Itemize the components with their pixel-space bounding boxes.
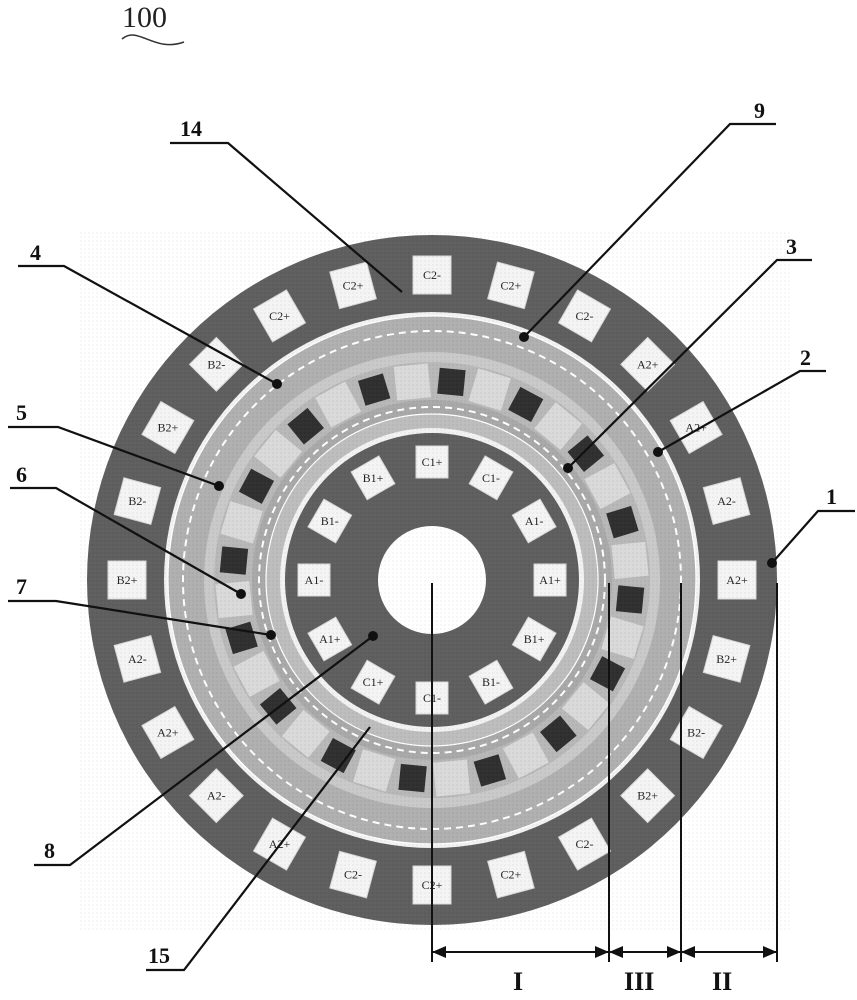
label-4: 4 xyxy=(30,240,41,265)
label-2: 2 xyxy=(800,345,811,370)
label-9: 9 xyxy=(754,98,765,123)
figure-number: 100 xyxy=(122,1,167,34)
dimension-label-I: I xyxy=(513,967,523,996)
label-8: 8 xyxy=(44,838,55,863)
label-3: 3 xyxy=(786,234,797,259)
figure-number-tilde xyxy=(122,35,184,45)
dimension-label-II: II xyxy=(712,967,732,996)
label-6: 6 xyxy=(16,462,27,487)
dimension-label-III: III xyxy=(624,967,654,996)
label-7: 7 xyxy=(16,574,27,599)
dimension-labels: I III II xyxy=(513,967,732,996)
label-1: 1 xyxy=(826,484,837,509)
label-14: 14 xyxy=(180,116,202,141)
label-5: 5 xyxy=(16,400,27,425)
label-15: 15 xyxy=(148,943,170,968)
